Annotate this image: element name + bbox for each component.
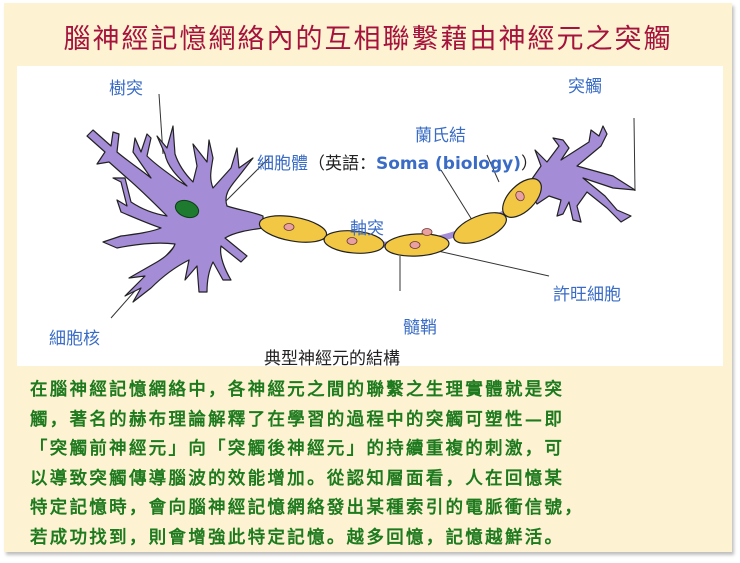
body-line: 若成功找到，則會增強此特定記憶。越多回憶，記憶越鮮活。 [30, 527, 565, 548]
body-line: 以導致突觸傳導腦波的效能增加。從認知層面看，人在回憶某 [30, 468, 565, 489]
label-myelin: 髓鞘 [403, 318, 437, 338]
label-soma: 細胞體 [257, 154, 308, 174]
body-line: 特定記憶時，會向腦神經記憶網絡發出某種索引的電脈衝信號， [30, 498, 585, 518]
body-line: 「突觸前神經元」向「突觸後神經元」的持續重複的刺激，可 [30, 439, 565, 459]
label-soma-paren-close: ） [521, 154, 538, 174]
label-node-of-ranvier: 蘭氏結 [415, 126, 466, 146]
label-nucleus: 細胞核 [49, 329, 100, 349]
slide-title: 腦神經記憶網絡內的互相聯繫藉由神經元之突觸 [63, 24, 673, 55]
label-dendrite: 樹突 [109, 79, 143, 99]
body-line: 在腦神經記憶網絡中，各神經元之間的聯繫之生理實體就是突 [30, 380, 565, 400]
slide: 腦神經記憶網絡內的互相聯繫藉由神經元之突觸 [4, 3, 732, 552]
cell-body-shape [86, 125, 636, 303]
schwann-nuclei [283, 190, 525, 249]
body-paragraph: 在腦神經記憶網絡中，各神經元之間的聯繫之生理實體就是突 觸，著名的赫布理論解釋了… [30, 376, 710, 553]
label-soma-english-prefix: 英語： [325, 154, 376, 174]
nucleus-shape [174, 199, 200, 219]
neuron-illustration [86, 93, 636, 319]
label-soma-paren-open: （ [308, 154, 325, 174]
soma-english-link[interactable]: Soma (biology) [376, 154, 521, 174]
label-axon-terminal: 突觸 [568, 77, 602, 97]
soma-label-group: 細胞體（英語：Soma (biology)） [257, 149, 538, 174]
label-schwann-cell: 許旺細胞 [553, 285, 621, 305]
label-axon: 軸突 [350, 219, 384, 239]
myelin-sheaths [258, 178, 542, 257]
figure-caption: 典型神經元的結構 [264, 349, 400, 369]
body-line: 觸，著名的赫布理論解釋了在學習的過程中的突觸可塑性—即 [30, 409, 565, 430]
neuron-diagram: 樹突 突觸 蘭氏結 細胞體（英語：Soma (biology)） 軸突 許旺細胞… [17, 66, 723, 369]
